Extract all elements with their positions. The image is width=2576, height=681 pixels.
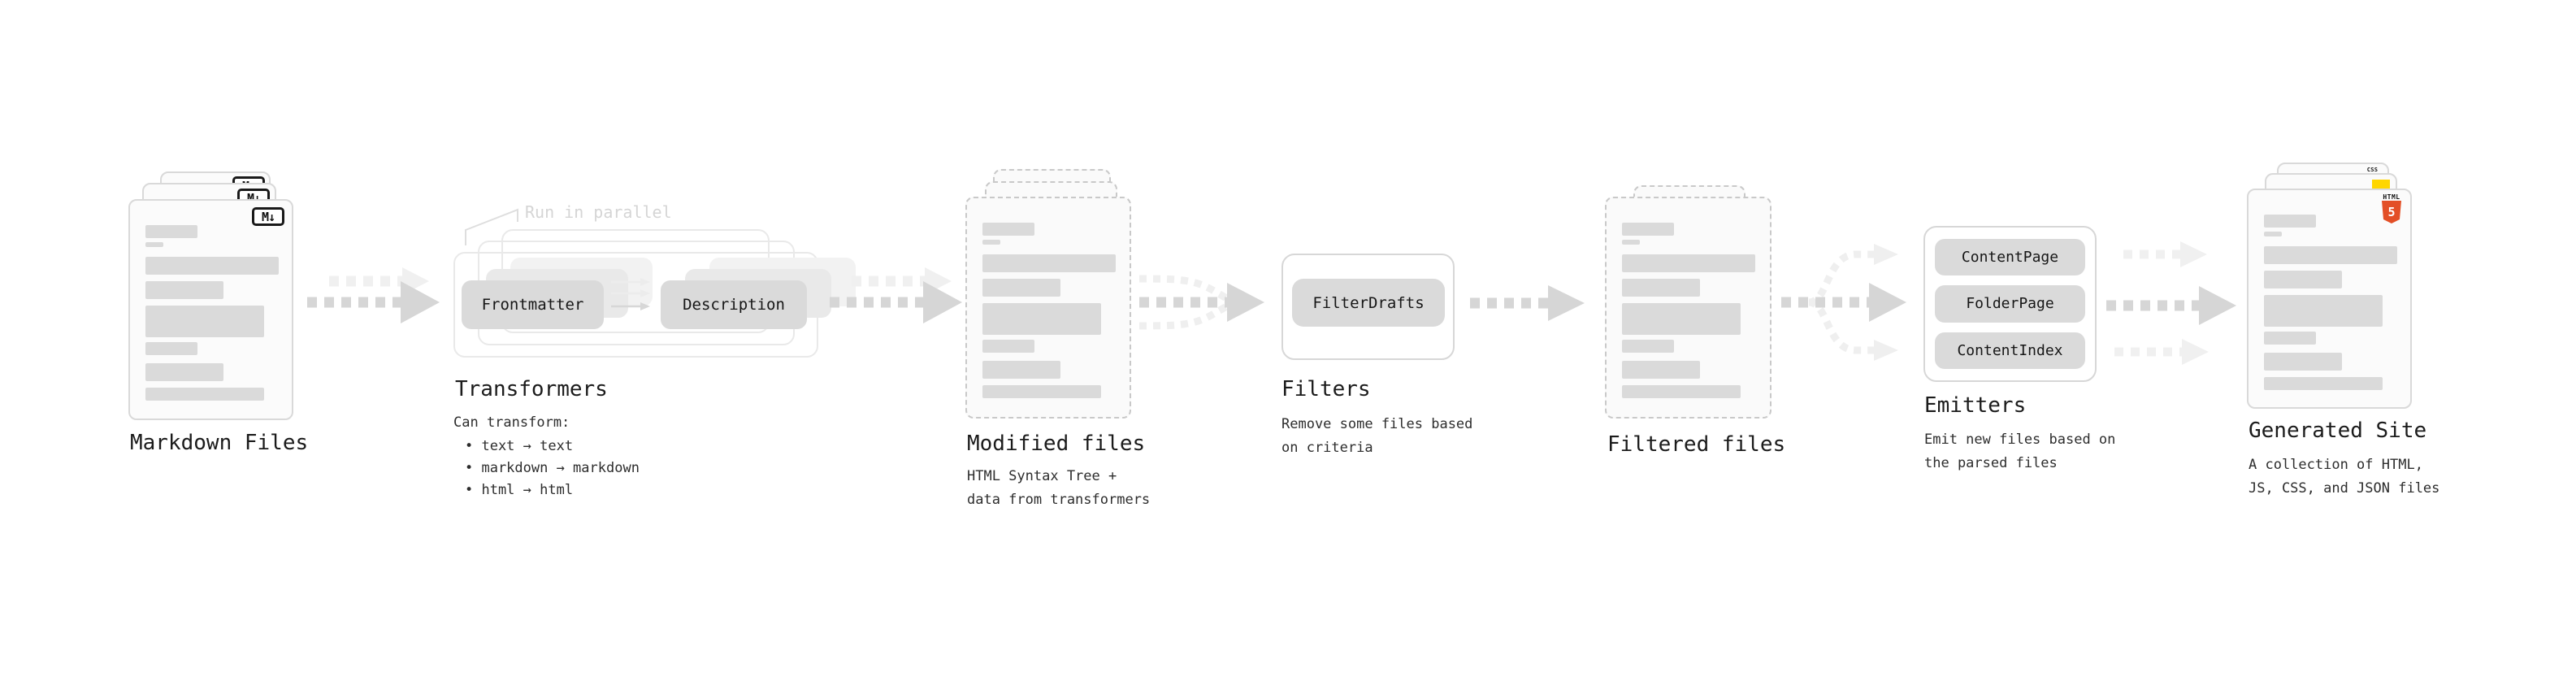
content-bar	[982, 340, 1034, 353]
content-bar	[2264, 215, 2316, 228]
markdown-icon: M↓	[252, 207, 284, 226]
file-card: M↓	[128, 199, 293, 420]
file-card: HTML 5	[2247, 189, 2412, 409]
stage-subtitle-emitters: Emit new files based on the parsed files	[1924, 432, 2116, 471]
content-bar	[2264, 246, 2397, 264]
content-bar	[145, 363, 223, 381]
stage-title-filtered-files: Filtered files	[1607, 432, 1786, 457]
content-bar	[982, 303, 1101, 335]
stage-filters: FilterDrafts Filters Remove some files b…	[1281, 254, 1477, 473]
stage-title-modified-files: Modified files	[967, 432, 1146, 456]
content-bar	[982, 279, 1060, 297]
content-bar	[145, 281, 223, 299]
transformers-subtitle-heading: Can transform:	[453, 414, 570, 431]
stage-title-transformers: Transformers	[455, 377, 608, 401]
chip-contentindex: ContentIndex	[1935, 332, 2085, 369]
dashed-file-card	[965, 197, 1131, 419]
chip-flow-arrows	[611, 278, 650, 310]
stage-subtitle-filters: Remove some files based on criteria	[1281, 416, 1473, 456]
content-bar	[1622, 385, 1741, 398]
content-bar	[2264, 232, 2282, 236]
stage-transformers: Run in parallel Frontmatter Description …	[451, 199, 856, 508]
html5-icon: HTML 5	[2381, 193, 2402, 223]
html5-shield: 5	[2382, 201, 2401, 223]
chip-filterdrafts: FilterDrafts	[1292, 279, 1445, 327]
stage-markdown-files: M↓ M↓ M↓ Markdown Files	[128, 171, 340, 464]
flow-arrow-modified-to-filters	[1138, 275, 1264, 330]
content-bar	[1622, 340, 1674, 353]
content-bar	[982, 254, 1116, 272]
content-bar	[982, 385, 1101, 398]
content-bar	[982, 223, 1034, 236]
content-bar	[2264, 295, 2383, 327]
transformers-bullet-list: • text → text • markdown → markdown • ht…	[465, 436, 640, 501]
stage-generated-site: CSS HTML 5	[2247, 163, 2466, 504]
run-in-parallel-annotation: Run in parallel	[525, 202, 672, 222]
content-bar	[1622, 254, 1755, 272]
content-bar	[1622, 279, 1700, 297]
bullet-item: • text → text	[465, 438, 574, 454]
content-bar	[145, 257, 279, 275]
emitters-panel: ContentPage FolderPage ContentIndex	[1923, 226, 2097, 382]
content-bar	[982, 361, 1060, 379]
stage-title-filters: Filters	[1281, 377, 1371, 401]
content-bar	[1622, 240, 1640, 245]
stage-subtitle-modified-files: HTML Syntax Tree + data from transformer…	[967, 468, 1151, 508]
stage-title-emitters: Emitters	[1924, 393, 2027, 418]
stage-filtered-files: Filtered files	[1605, 185, 1816, 478]
chip-contentpage: ContentPage	[1935, 239, 2085, 276]
content-bar	[1622, 361, 1700, 379]
stage-title-markdown-files: Markdown Files	[130, 431, 309, 455]
content-bar	[145, 388, 264, 401]
chip-folderpage: FolderPage	[1935, 285, 2085, 323]
stage-modified-files: Modified files HTML Syntax Tree + data f…	[965, 169, 1177, 510]
flow-arrow-emitters-to-site	[2106, 241, 2236, 365]
content-bar	[145, 225, 197, 238]
content-bar	[145, 242, 163, 247]
document-content	[2264, 215, 2397, 390]
content-bar	[982, 240, 1000, 245]
content-bar	[145, 342, 197, 355]
content-bar	[1622, 223, 1674, 236]
chip-description: Description	[661, 280, 807, 329]
document-content	[1622, 223, 1755, 398]
flow-arrow-transformers-to-modified	[830, 267, 962, 323]
document-content	[145, 225, 279, 401]
parallel-callout-line	[465, 208, 518, 245]
flow-arrow-filtered-to-emitters	[1781, 244, 1906, 361]
document-content	[982, 223, 1116, 398]
js-icon	[2372, 180, 2390, 189]
content-bar	[145, 306, 264, 337]
content-bar	[2264, 353, 2342, 371]
dashed-file-card	[1605, 197, 1772, 419]
bullet-item: • markdown → markdown	[465, 460, 640, 476]
chip-frontmatter: Frontmatter	[462, 280, 604, 329]
stage-emitters: ContentPage FolderPage ContentIndex Emit…	[1923, 226, 2118, 486]
svg-text:5: 5	[2387, 205, 2395, 219]
content-bar	[2264, 271, 2342, 288]
content-bar	[2264, 377, 2383, 390]
flow-arrow-filters-to-filtered	[1470, 285, 1585, 321]
bullet-item: • html → html	[465, 482, 574, 498]
content-bar	[1622, 303, 1741, 335]
content-bar	[2264, 332, 2316, 345]
stage-subtitle-generated-site: A collection of HTML, JS, CSS, and JSON …	[2249, 457, 2440, 497]
flow-arrow-markdown-to-transformers	[307, 267, 440, 323]
css-icon-label: CSS	[2366, 167, 2379, 173]
html5-icon-label: HTML	[2383, 193, 2400, 201]
stage-title-generated-site: Generated Site	[2249, 419, 2427, 443]
